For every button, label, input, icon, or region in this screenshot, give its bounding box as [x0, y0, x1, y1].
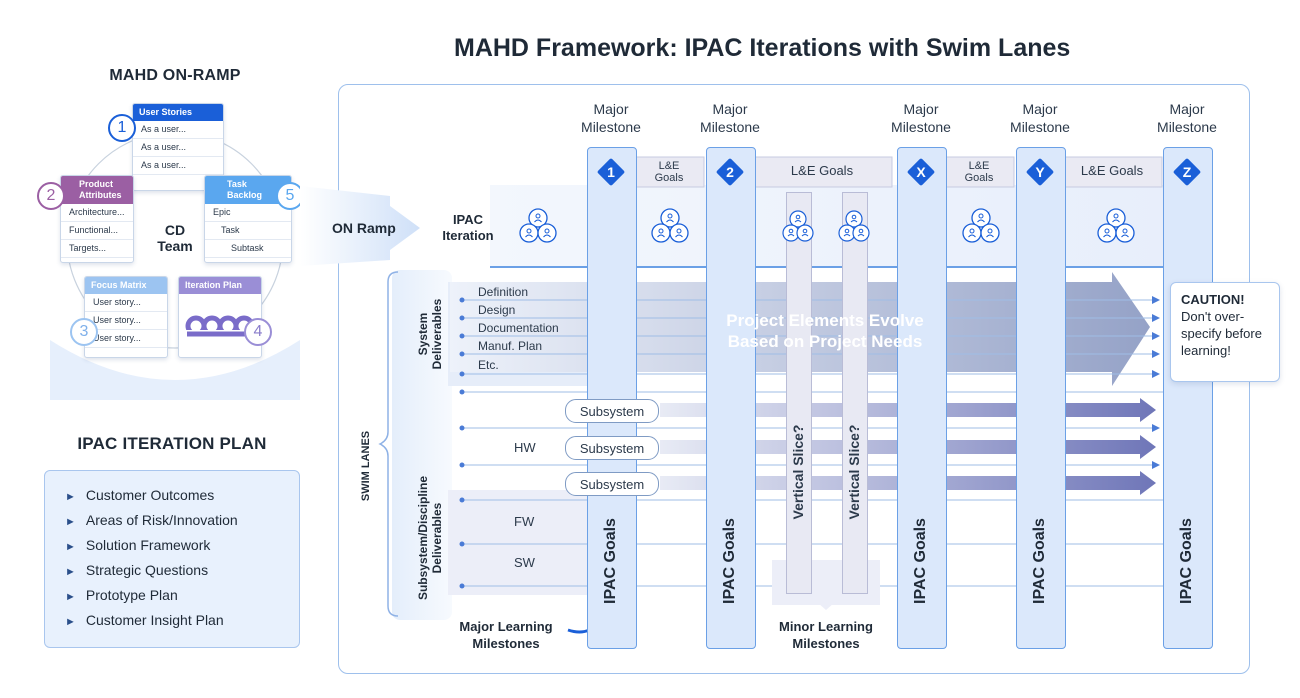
ipac-column-x — [897, 147, 947, 649]
team-icon — [838, 210, 870, 242]
focus-matrix-title: Focus Matrix — [85, 277, 167, 294]
task-backlog-row: Task — [205, 222, 291, 240]
iteration-plan-title: Iteration Plan — [179, 277, 261, 294]
major-milestone-label: Major Milestone — [1157, 101, 1217, 135]
iteration-plan-card: Iteration Plan — [178, 276, 262, 358]
milestone-id: X — [916, 164, 926, 180]
lane-label: Definition — [478, 285, 529, 299]
caution-text: Don't over-specify before learning! — [1181, 309, 1262, 358]
ipac-goals-label: IPAC Goals — [1178, 518, 1195, 604]
plan-item: ►Areas of Risk/Innovation — [65, 512, 238, 528]
focus-matrix-row: User story... — [85, 312, 167, 330]
swim-lanes-label: SWIM LANES — [360, 430, 372, 502]
product-attributes-row: Functional... — [61, 222, 133, 240]
lane-label: Design — [478, 303, 516, 317]
ipac-column-2 — [706, 147, 756, 649]
caution-callout: CAUTION! Don't over-specify before learn… — [1170, 282, 1280, 382]
focus-matrix-row: User story... — [85, 294, 167, 312]
ipac-goals-label: IPAC Goals — [721, 518, 738, 604]
vertical-slice-label: Vertical Slice? — [790, 424, 806, 520]
user-stories-row: As a user... — [133, 139, 223, 157]
major-milestone-label: Major Milestone — [581, 101, 641, 135]
focus-matrix-row: User story... — [85, 330, 167, 348]
step-number: 3 — [70, 318, 98, 346]
product-attributes-title: Product Attributes — [61, 176, 133, 204]
minor-learning-label: Minor Learning Milestones — [779, 619, 873, 651]
lane-label: Documentation — [478, 321, 559, 335]
step-number: 5 — [276, 182, 304, 210]
user-stories-title: User Stories — [133, 104, 223, 121]
lane-label: Etc. — [478, 358, 499, 372]
subsystem-pill: Subsystem — [565, 472, 659, 496]
sw-label: SW — [514, 555, 535, 570]
onramp-title: MAHD ON-RAMP — [109, 67, 241, 84]
team-icon — [782, 210, 814, 242]
iteration-plan-list: ►Customer Outcomes ►Areas of Risk/Innova… — [44, 470, 300, 648]
task-backlog-row: Subtask — [205, 240, 291, 258]
major-milestone-label: Major Milestone — [700, 101, 760, 135]
fw-label: FW — [514, 514, 535, 529]
le-goals-label: L&E Goals — [964, 160, 994, 184]
milestone-id: 1 — [607, 164, 615, 180]
ipac-goals-label: IPAC Goals — [912, 518, 929, 604]
step-number: 1 — [108, 114, 136, 142]
system-deliverables-label: System Deliverables — [416, 298, 444, 370]
cd-team-label: CD Team — [157, 222, 193, 254]
focus-matrix-card: Focus Matrix User story... User story...… — [84, 276, 168, 358]
le-goals-label: L&E Goals — [1080, 163, 1144, 178]
ipac-column-1 — [587, 147, 637, 649]
step-number: 4 — [244, 318, 272, 346]
product-attributes-card: Product Attributes Architecture... Funct… — [60, 175, 134, 263]
product-attributes-row: Targets... — [61, 240, 133, 258]
team-icon — [962, 208, 1000, 243]
ipac-column-y — [1016, 147, 1066, 649]
ipac-goals-label: IPAC Goals — [1031, 518, 1048, 604]
plan-title: IPAC ITERATION PLAN — [77, 434, 267, 453]
plan-item: ►Prototype Plan — [65, 587, 178, 603]
le-goals-label: L&E Goals — [654, 160, 684, 184]
step-number: 2 — [37, 182, 65, 210]
ipac-iteration-label: IPAC Iteration — [442, 212, 494, 243]
plan-item: ►Customer Outcomes — [65, 487, 215, 503]
major-milestone-label: Major Milestone — [891, 101, 951, 135]
caution-title: CAUTION! — [1181, 292, 1245, 307]
ipac-column-z — [1163, 147, 1213, 649]
plan-item: ►Customer Insight Plan — [65, 612, 224, 628]
vertical-slice-label: Vertical Slice? — [846, 424, 862, 520]
lane-label: Manuf. Plan — [478, 339, 543, 353]
major-milestone-label: Major Milestone — [1010, 101, 1070, 135]
loop-icon — [185, 315, 255, 340]
team-icon — [519, 208, 557, 243]
hw-label: HW — [514, 440, 536, 455]
evolve-arrow-text: Project Elements Evolve Based on Project… — [726, 311, 924, 351]
subsystem-pill: Subsystem — [565, 399, 659, 423]
plan-item: ►Strategic Questions — [65, 562, 209, 578]
milestone-id: Z — [1182, 164, 1192, 180]
team-icon — [651, 208, 689, 243]
vertical-slice-bar — [786, 192, 812, 594]
team-icon — [1097, 208, 1135, 243]
on-ramp-label: ON Ramp — [332, 220, 396, 236]
vertical-slice-bar — [842, 192, 868, 594]
major-learning-label: Major Learning Milestones — [459, 619, 553, 651]
product-attributes-row: Architecture... — [61, 204, 133, 222]
page-title: MAHD Framework: IPAC Iterations with Swi… — [454, 34, 1071, 62]
user-stories-row: As a user... — [133, 121, 223, 139]
subsystem-pill: Subsystem — [565, 436, 659, 460]
ipac-goals-label: IPAC Goals — [602, 518, 619, 604]
plan-item: ►Solution Framework — [65, 537, 211, 553]
le-goals-label: L&E Goals — [790, 163, 854, 178]
milestone-id: Y — [1035, 164, 1045, 180]
subsystem-deliverables-label: Subsystem/Discipline Deliverables — [416, 475, 444, 601]
task-backlog-row: Epic — [205, 204, 291, 222]
milestone-id: 2 — [726, 164, 734, 180]
user-stories-row: As a user... — [133, 157, 223, 175]
